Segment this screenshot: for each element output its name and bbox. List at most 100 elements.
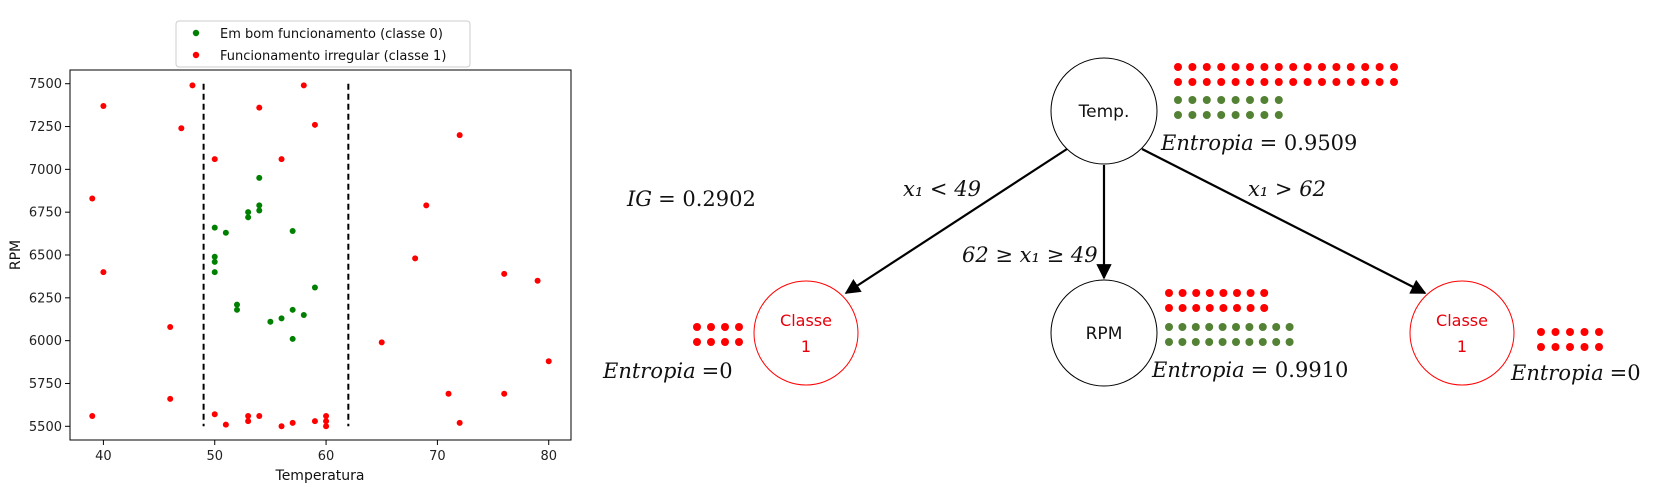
point-class0 xyxy=(256,174,263,181)
root-red-dot xyxy=(1375,78,1384,86)
root-green-dot xyxy=(1246,111,1254,119)
right-red-dot xyxy=(1580,328,1589,336)
root-green-dot xyxy=(1188,111,1197,119)
root-entropy: Entropia= 0.9509 xyxy=(1160,131,1357,155)
root-green-dot xyxy=(1174,111,1182,119)
root-red-dot xyxy=(1260,78,1269,86)
point-class1 xyxy=(311,121,318,128)
x-axis-label: Temperatura xyxy=(275,468,365,484)
point-class0 xyxy=(267,318,274,325)
x-tick-label: 50 xyxy=(206,449,223,464)
x-tick-label: 40 xyxy=(95,449,112,464)
root-red-dot xyxy=(1390,78,1398,86)
right-red-dot xyxy=(1566,343,1574,351)
rpm-red-dot xyxy=(1205,289,1214,297)
right-leaf-entropy-value: =0 xyxy=(1610,361,1641,385)
information-gain: IG= 0.2902 xyxy=(626,187,756,211)
rpm-green-dot xyxy=(1191,323,1200,331)
edge-right-label: x₁ > 62 xyxy=(1248,177,1326,201)
rpm-green-dot xyxy=(1272,323,1281,331)
left-red-dot xyxy=(721,323,729,331)
point-class1 xyxy=(256,104,263,111)
y-tick-label: 5500 xyxy=(29,420,62,435)
point-class1 xyxy=(378,339,385,346)
rpm-red-dot xyxy=(1233,289,1241,297)
point-class0 xyxy=(300,311,307,318)
legend-label-class0: Em bom funcionamento (classe 0) xyxy=(220,27,443,42)
rpm-red-dot xyxy=(1219,289,1228,297)
root-green-dot xyxy=(1174,96,1182,104)
point-class1 xyxy=(189,82,196,89)
left-leaf-entropy-value: =0 xyxy=(702,359,733,383)
point-class0 xyxy=(211,269,218,276)
point-class0 xyxy=(234,306,240,313)
rpm-red-dot xyxy=(1246,289,1255,297)
root-red-dot xyxy=(1202,78,1211,86)
root-red-dot xyxy=(1231,78,1240,86)
root-node-label: Temp. xyxy=(1078,102,1130,122)
root-red-dot xyxy=(1390,63,1398,71)
root-red-dot xyxy=(1246,63,1254,71)
right-red-dot xyxy=(1537,343,1545,351)
rpm-green-dot xyxy=(1205,323,1214,331)
point-class1 xyxy=(245,413,252,420)
rpm-entropy: Entropia= 0.9910 xyxy=(1151,358,1348,382)
point-class0 xyxy=(289,228,296,235)
rpm-green-dot xyxy=(1178,338,1187,346)
left-red-dot xyxy=(693,323,701,331)
rpm-green-dot xyxy=(1191,338,1200,346)
y-tick-label: 7500 xyxy=(29,77,62,92)
decision-tree: x₁ < 49 62 ≥ x₁ ≥ 49 x₁ > 62 IG= 0.2902 … xyxy=(602,57,1641,387)
rpm-green-dot xyxy=(1178,323,1187,331)
rpm-green-dot xyxy=(1165,323,1173,331)
data-points xyxy=(89,82,552,430)
root-red-dot xyxy=(1303,78,1312,86)
root-green-dot xyxy=(1188,96,1197,104)
rpm-red-dot xyxy=(1246,304,1255,312)
point-class1 xyxy=(323,423,330,430)
rpm-green-dot xyxy=(1218,338,1227,346)
y-tick-label: 6500 xyxy=(29,249,62,264)
legend-box xyxy=(175,20,471,68)
point-class0 xyxy=(245,209,252,216)
root-green-dot xyxy=(1274,111,1283,119)
right-leaf-label-line2: 1 xyxy=(1457,337,1467,356)
point-class1 xyxy=(89,413,96,420)
root-green-dot xyxy=(1231,111,1240,119)
root-red-dot xyxy=(1217,63,1226,71)
edge-right xyxy=(1141,148,1427,294)
root-red-dot xyxy=(1260,63,1269,71)
y-tick-label: 6750 xyxy=(29,206,62,221)
right-leaf-entropy: Entropia=0 xyxy=(1510,361,1641,385)
left-leaf-sample-dots xyxy=(693,323,743,346)
rpm-green-dot xyxy=(1218,323,1227,331)
root-red-dot xyxy=(1346,63,1355,71)
point-class0 xyxy=(222,229,229,236)
rpm-red-dot xyxy=(1219,304,1228,312)
rpm-entropy-label: Entropia xyxy=(1151,358,1245,382)
point-class1 xyxy=(211,156,218,163)
rpm-red-dot xyxy=(1233,304,1241,312)
root-entropy-value: = 0.9509 xyxy=(1260,131,1358,155)
root-green-dot xyxy=(1246,96,1254,104)
rpm-red-dot xyxy=(1178,304,1187,312)
point-class1 xyxy=(278,156,285,163)
point-class1 xyxy=(89,195,96,202)
right-red-dot xyxy=(1595,328,1603,336)
right-red-dot xyxy=(1537,328,1545,336)
y-tick-label: 7000 xyxy=(29,163,62,178)
point-class1 xyxy=(100,269,107,276)
rpm-green-dot xyxy=(1258,338,1267,346)
root-red-dot xyxy=(1188,63,1197,71)
root-red-dot xyxy=(1174,63,1182,71)
root-red-dot xyxy=(1361,63,1370,71)
left-leaf-node xyxy=(753,280,859,386)
point-class1 xyxy=(211,411,218,418)
right-leaf-label-line1: Classe xyxy=(1436,311,1488,330)
right-leaf-node xyxy=(1409,280,1515,386)
left-leaf-entropy: Entropia=0 xyxy=(602,359,733,383)
rpm-red-dot xyxy=(1192,304,1201,312)
